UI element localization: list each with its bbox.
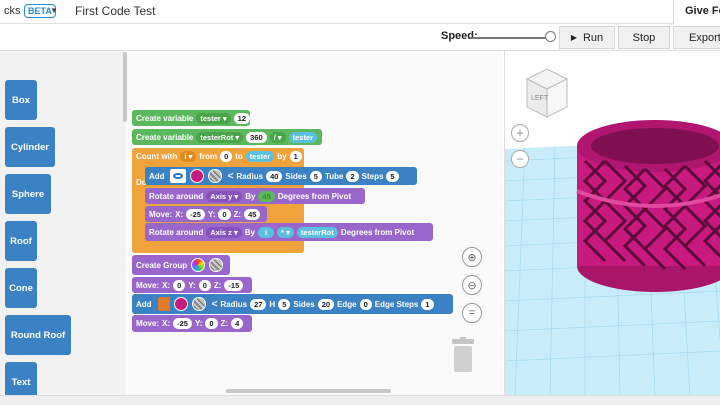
height-value[interactable]: 5 — [278, 298, 291, 310]
trash-icon[interactable] — [449, 337, 477, 373]
reset-icon: = — [468, 307, 476, 319]
count-loop-header: Count with i ▾ from 0 to tester by 1 — [132, 148, 304, 164]
move-y-value[interactable]: 0 — [218, 208, 231, 220]
palette-item-sphere[interactable]: Sphere — [5, 174, 51, 214]
move-y-value[interactable]: 0 — [198, 279, 211, 291]
zoom-out-button[interactable]: ⊖ — [462, 275, 482, 295]
give-feedback-button[interactable]: Give Fe — [673, 0, 720, 24]
play-icon: ▶ — [570, 33, 577, 42]
export-button[interactable]: Export — [673, 26, 720, 49]
stop-button[interactable]: Stop — [618, 26, 670, 49]
move-block[interactable]: Move: X: -25 Y: 0 Z: 45 — [145, 206, 267, 222]
radius-value[interactable]: 40 — [266, 170, 283, 182]
viewport-zoom-out-button[interactable]: − — [511, 150, 529, 168]
app-name: cks — [4, 5, 21, 17]
move-y-value[interactable]: 0 — [205, 318, 218, 329]
radius-value[interactable]: 27 — [250, 298, 267, 310]
shape-palette: Box Cylinder Sphere Roof Cone Round Roof… — [0, 51, 126, 402]
variable-dropdown[interactable]: testerRot ▾ — [196, 131, 244, 143]
zoom-in-icon: ⊕ — [467, 251, 477, 264]
axis-dropdown[interactable]: Axis z ▾ — [206, 226, 242, 238]
zoom-in-button[interactable]: ⊕ — [462, 247, 482, 267]
material-toggle[interactable] — [191, 297, 206, 311]
variable-ref[interactable]: testerRot — [296, 226, 338, 238]
loop-to-value[interactable]: tester — [245, 150, 275, 162]
plus-icon: + — [516, 126, 524, 140]
move-z-value[interactable]: 4 — [231, 318, 244, 329]
zoom-reset-button[interactable]: = — [462, 303, 482, 323]
sides-value[interactable]: 5 — [309, 170, 322, 182]
toolbar: Speed: ▶ Run Stop Export — [0, 25, 720, 51]
color-picker[interactable] — [189, 169, 204, 183]
loop-var-ref[interactable]: i — [258, 226, 275, 238]
loop-from-value[interactable]: 0 — [220, 150, 233, 162]
speed-slider[interactable] — [470, 37, 550, 39]
do-label: Do — [136, 177, 147, 187]
variable-value[interactable]: 12 — [233, 112, 251, 124]
operator-dropdown[interactable]: * ▾ — [277, 226, 294, 238]
3d-scene: LEFT — [505, 68, 720, 395]
run-button[interactable]: ▶ Run — [559, 26, 615, 49]
edge-value[interactable]: 0 — [359, 298, 372, 310]
add-cylinder-block[interactable]: Add < Radius 27 H 5 Sides 20 Edge 0 Edge… — [132, 294, 453, 314]
loop-variable-dropdown[interactable]: i ▾ — [180, 150, 197, 162]
palette-item-round-roof[interactable]: Round Roof — [5, 315, 71, 355]
rotate-block[interactable]: Rotate around Axis y ▾ By 45 Degrees fro… — [145, 188, 365, 204]
minus-icon: − — [516, 152, 524, 166]
code-workspace[interactable]: Create variable tester ▾ 12 Create varia… — [127, 51, 503, 395]
move-x-value[interactable]: -25 — [186, 208, 205, 220]
material-toggle[interactable] — [209, 258, 224, 272]
lattice-cylinder-model[interactable] — [576, 120, 720, 292]
move-x-value[interactable]: -25 — [173, 318, 192, 329]
viewport-zoom-in-button[interactable]: + — [511, 124, 529, 142]
run-label: Run — [582, 31, 604, 44]
edge-steps-value[interactable]: 1 — [421, 298, 434, 310]
create-variable-block[interactable]: Create variable tester ▾ 12 — [132, 110, 251, 126]
axis-dropdown[interactable]: Axis y ▾ — [206, 190, 243, 202]
sides-value[interactable]: 20 — [317, 298, 335, 310]
rotate-block[interactable]: Rotate around Axis z ▾ By i * ▾ testerRo… — [145, 223, 433, 241]
variable-dropdown[interactable]: tester ▾ — [196, 112, 231, 124]
beta-badge: BETA — [24, 4, 56, 18]
operator-dropdown[interactable]: / ▾ — [269, 131, 286, 143]
move-block[interactable]: Move: X: 0 Y: 0 Z: -15 — [132, 277, 252, 293]
move-x-value[interactable]: 0 — [173, 279, 186, 291]
steps-value[interactable]: 5 — [386, 170, 399, 182]
create-group-block[interactable]: Create Group — [132, 255, 230, 275]
zoom-out-icon: ⊖ — [467, 279, 477, 292]
view-cube-label: LEFT — [531, 95, 549, 102]
palette-item-box[interactable]: Box — [5, 80, 37, 120]
chevron-down-icon[interactable]: ▼ — [50, 6, 58, 15]
move-z-value[interactable]: -15 — [224, 279, 244, 291]
view-cube[interactable]: LEFT — [525, 68, 569, 118]
cylinder-icon[interactable] — [157, 297, 170, 311]
rainbow-color-picker[interactable] — [191, 258, 206, 272]
move-block[interactable]: Move: X: -25 Y: 0 Z: 4 — [132, 315, 252, 332]
project-title[interactable]: First Code Test — [75, 4, 156, 18]
speed-label: Speed: — [441, 30, 478, 42]
top-bar: cks BETA ▼ First Code Test Give Fe — [0, 0, 720, 24]
move-z-value[interactable]: 45 — [244, 208, 261, 220]
palette-item-cone[interactable]: Cone — [5, 268, 37, 308]
3d-viewport[interactable]: LEFT + − — [504, 51, 720, 395]
variable-value[interactable]: 360 — [246, 131, 267, 143]
palette-item-cylinder[interactable]: Cylinder — [5, 127, 55, 167]
palette-scrollbar[interactable] — [123, 52, 127, 122]
create-variable-block[interactable]: Create variable testerRot ▾ 360 / ▾ test… — [132, 129, 322, 145]
palette-item-roof[interactable]: Roof — [5, 221, 37, 261]
material-toggle[interactable] — [207, 169, 222, 183]
loop-by-value[interactable]: 1 — [289, 150, 302, 162]
rotate-amount[interactable]: 45 — [258, 190, 275, 202]
torus-icon[interactable] — [169, 169, 186, 183]
speed-slider-handle[interactable] — [545, 31, 556, 42]
tube-value[interactable]: 2 — [346, 170, 359, 182]
color-picker[interactable] — [173, 297, 188, 311]
add-torus-block[interactable]: Add < Radius 40 Sides 5 Tube 2 Steps 5 — [145, 167, 417, 185]
variable-ref[interactable]: tester — [288, 131, 318, 143]
collapse-arrow-icon[interactable]: < — [211, 298, 218, 310]
collapse-arrow-icon[interactable]: < — [227, 170, 234, 182]
workspace-scrollbar[interactable] — [226, 389, 391, 393]
status-bar — [0, 395, 720, 405]
